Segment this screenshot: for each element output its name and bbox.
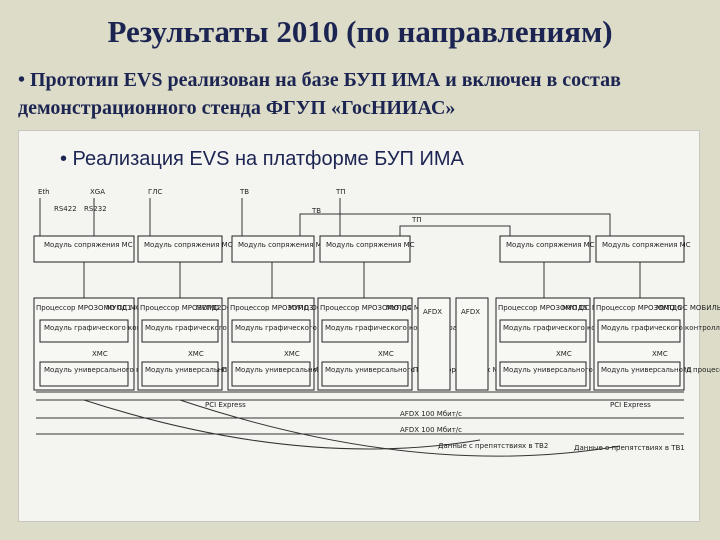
label-rs422: RS422 (54, 205, 77, 213)
label-gls: ГЛС (148, 188, 163, 196)
svg-text:Модуль графического контроллер: Модуль графического контроллера МГП (235, 324, 385, 332)
label-eth: Eth (38, 188, 50, 196)
ms-box-1: Модуль сопряжения МС (44, 241, 133, 249)
svg-text:Модуль графического контроллер: Модуль графического контроллера МГП (601, 324, 720, 332)
bus-pci-right: PCI Express (610, 401, 651, 409)
label-tv: ТВ (239, 188, 249, 196)
svg-text:МУПД4: МУПД4 (386, 304, 412, 312)
ms-box-6: Модуль сопряжения МС (602, 241, 691, 249)
label-rs232: RS232 (84, 205, 107, 213)
svg-text:МУПД6: МУПД6 (656, 304, 682, 312)
svg-text:Модуль графического контроллер: Модуль графического контроллера МГП (145, 324, 295, 332)
svg-text:Процессор МРОЗОМО ОС МОБИЛЬ: Процессор МРОЗОМО ОС МОБИЛЬ (498, 304, 624, 312)
svg-text:XMC: XMC (556, 350, 572, 358)
svg-text:МУПД1: МУПД1 (106, 304, 132, 312)
afdx-switches: AFDX AFDX (417, 297, 489, 391)
svg-text:Модуль графического контроллер: Модуль графического контроллера МГП (44, 324, 194, 332)
svg-text:МУПД2: МУПД2 (196, 304, 222, 312)
svg-text:Модуль универсального процессо: Модуль универсального процессора данных … (601, 366, 720, 374)
column-4: Процессор МРОЗОМО ОС МОБИЛЬ МУПД4 Модуль… (317, 297, 514, 391)
slide-bullet: • Прототип EVS реализован на базе БУП ИМ… (18, 69, 621, 119)
label-xga: XGA (90, 188, 105, 196)
svg-text:XMC: XMC (652, 350, 668, 358)
ms-box-2: Модуль сопряжения МС (144, 241, 233, 249)
svg-text:XMC: XMC (378, 350, 394, 358)
slide-title: Результаты 2010 (по направлениям) (107, 14, 613, 49)
label-tv2: ТВ (311, 207, 321, 215)
svg-text:AFDX: AFDX (461, 308, 480, 316)
svg-text:Процессор МРОЗОМО ОС МОБИЛЬ: Процессор МРОЗОМО ОС МОБИЛЬ (140, 304, 266, 312)
column-2: Процессор МРОЗОМО ОС МОБИЛЬ МУПД2 Модуль… (137, 297, 334, 391)
data-tv2-label: Данные с препятствиях в ТВ2 (438, 442, 548, 450)
bus-afdx-2: AFDX 100 Мбит/с (400, 426, 462, 434)
svg-text:XMC: XMC (92, 350, 108, 358)
bus-afdx-1: AFDX 100 Мбит/с (400, 410, 462, 418)
ms-box-4: Модуль сопряжения МС (326, 241, 415, 249)
svg-text:Модуль графического контроллер: Модуль графического контроллера МГП (503, 324, 653, 332)
ms-box-5: Модуль сопряжения МС (506, 241, 595, 249)
column-6: Процессор МРОЗОМО ОС МОБИЛЬ МУПД6 Модуль… (593, 297, 720, 391)
label-tp2: ТП (411, 216, 422, 224)
svg-text:Процессор МРОЗОМО ОС МОБИЛЬ: Процессор МРОЗОМО ОС МОБИЛЬ (230, 304, 356, 312)
bus-pci-left: PCI Express (205, 401, 246, 409)
svg-text:МУПД3: МУПД3 (288, 304, 314, 312)
svg-text:XMC: XMC (284, 350, 300, 358)
data-tv1-label: Данные о препятствиях в ТВ1 (574, 444, 685, 452)
panel-title: • Реализация EVS на платформе БУП ИМА (60, 148, 464, 170)
svg-text:Процессор МРОЗОМО ОС МОБИЛЬ: Процессор МРОЗОМО ОС МОБИЛЬ (596, 304, 720, 312)
svg-text:XMC: XMC (188, 350, 204, 358)
svg-text:Процессор МРОЗОМО ОС МОБИЛЬ: Процессор МРОЗОМО ОС МОБИЛЬ (36, 304, 162, 312)
svg-text:Модуль графического контроллер: Модуль графического контроллера МГП (325, 324, 475, 332)
ms-box-3: Модуль сопряжения МС (238, 241, 327, 249)
label-tp: ТП (335, 188, 346, 196)
svg-text:МУПД5: МУПД5 (562, 304, 588, 312)
svg-text:AFDX: AFDX (423, 308, 442, 316)
svg-text:Процессор МРОЗОМО ОС МОБИЛЬ: Процессор МРОЗОМО ОС МОБИЛЬ (320, 304, 446, 312)
